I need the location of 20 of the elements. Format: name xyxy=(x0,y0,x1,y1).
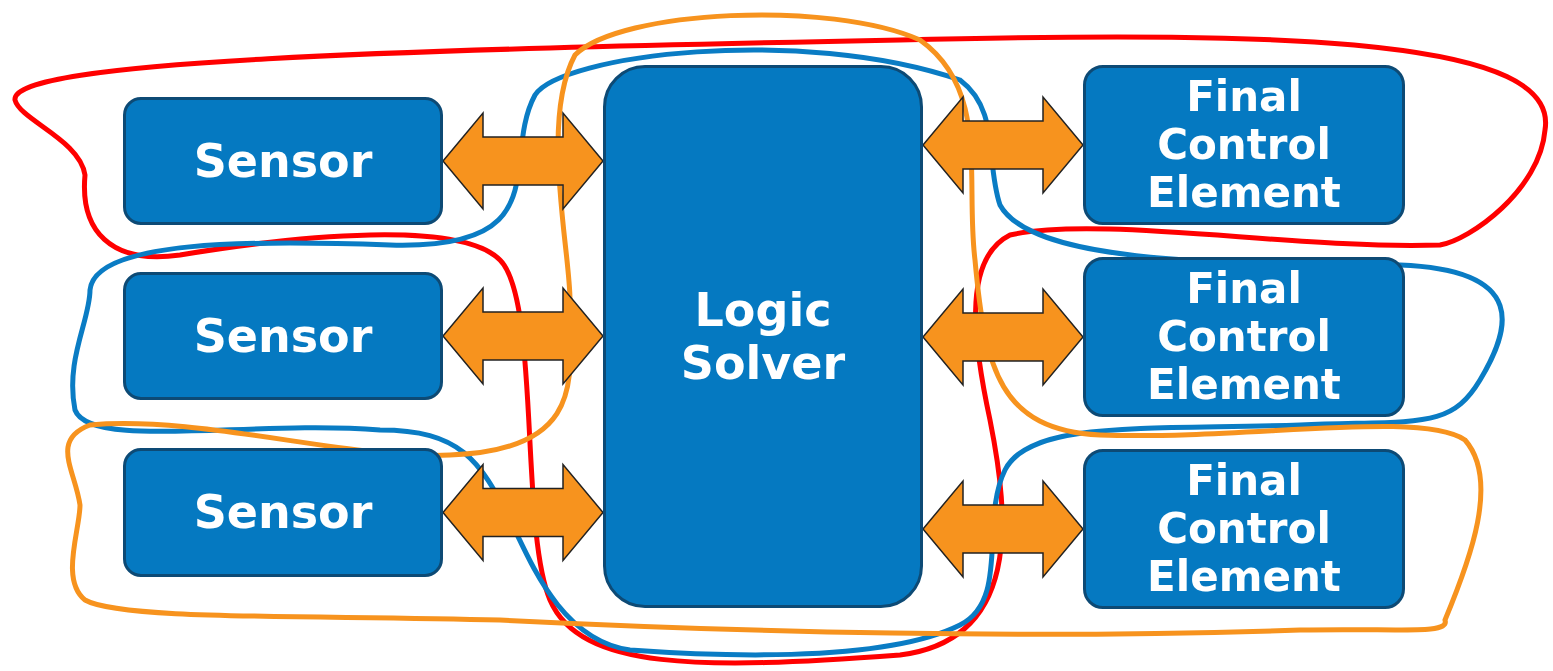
node-label: Sensor xyxy=(193,134,373,188)
node-label: Final Control Element xyxy=(1146,456,1342,602)
double-arrow xyxy=(922,478,1084,580)
process-box xyxy=(1083,449,1405,609)
process-box xyxy=(123,448,443,577)
double-arrow xyxy=(922,94,1084,196)
double-arrow xyxy=(442,462,604,563)
double-arrow xyxy=(442,110,604,212)
double-arrow xyxy=(922,286,1084,388)
process-box xyxy=(123,97,443,225)
double-arrow xyxy=(442,285,604,387)
node-label: Final Control Element xyxy=(1146,264,1342,410)
process-box xyxy=(1083,257,1405,417)
process-box xyxy=(1083,65,1405,225)
node-label: Logic Solver xyxy=(679,283,847,390)
node-label: Final Control Element xyxy=(1146,72,1342,218)
process-box xyxy=(603,65,923,608)
node-label: Sensor xyxy=(193,309,373,363)
node-label: Sensor xyxy=(193,486,373,539)
process-box xyxy=(123,272,443,400)
